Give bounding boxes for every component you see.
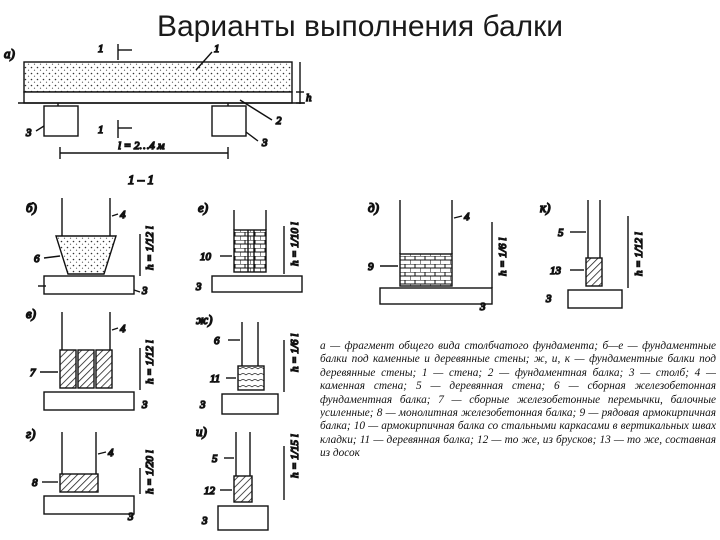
pillar bbox=[211, 275, 303, 293]
slide-title: Варианты выполнения балки bbox=[156, 10, 564, 43]
height-ratio-e: h = 1/10 l bbox=[289, 222, 301, 266]
beam-11 bbox=[237, 365, 265, 391]
label-5: 5 bbox=[212, 453, 218, 465]
pillar bbox=[379, 287, 493, 305]
lintel-7b bbox=[77, 349, 95, 389]
height-ratio-k: h = 1/12 l bbox=[633, 232, 645, 276]
panel-b: б) 4 6 3 h = 1/12 l bbox=[25, 198, 157, 298]
pillar bbox=[567, 289, 623, 309]
beam-9 bbox=[399, 253, 453, 287]
label-3-right: 3 bbox=[261, 137, 268, 149]
label-6: 6 bbox=[214, 335, 220, 347]
lintel-7a bbox=[59, 349, 77, 389]
pillar bbox=[221, 393, 279, 415]
label-3: 3 bbox=[127, 511, 134, 523]
height-ratio-zh: h = 1/6 l bbox=[289, 334, 301, 372]
label-8: 8 bbox=[32, 477, 38, 489]
label-3: 3 bbox=[199, 399, 206, 411]
label-4: 4 bbox=[120, 209, 126, 221]
label-3: 3 bbox=[141, 285, 148, 297]
panel-zh: ж) 6 11 3 h = 1/6 l bbox=[195, 311, 302, 415]
panel-e: е) 10 3 h = 1/10 l bbox=[194, 199, 303, 294]
pillar-right bbox=[211, 105, 247, 137]
pillar-left bbox=[43, 105, 79, 137]
span-label: l = 2…4 м bbox=[118, 140, 165, 152]
label-10: 10 bbox=[200, 251, 212, 263]
pillar bbox=[43, 275, 135, 295]
panel-i: и) 5 12 3 h = 1/15 l bbox=[195, 423, 302, 531]
height-ratio-v: h = 1/12 l bbox=[144, 340, 156, 384]
panel-label-zh: ж) bbox=[196, 312, 212, 327]
label-4: 4 bbox=[464, 211, 470, 223]
beam-13 bbox=[585, 257, 603, 287]
beam-12 bbox=[233, 475, 253, 503]
label-1: 1 bbox=[214, 43, 220, 55]
label-13: 13 bbox=[550, 265, 562, 277]
panel-label-a: а) bbox=[4, 46, 15, 61]
section-label: 1 – 1 bbox=[128, 172, 154, 187]
pillar bbox=[43, 495, 135, 515]
figure-legend: а — фрагмент общего вида столбчатого фун… bbox=[320, 340, 716, 460]
label-2: 2 bbox=[276, 115, 282, 127]
height-label: h bbox=[306, 92, 312, 104]
panel-label-d: д) bbox=[368, 200, 379, 215]
panel-v: в) 4 7 3 h = 1/12 l bbox=[25, 305, 156, 411]
pillar bbox=[217, 505, 269, 531]
panel-label-i: и) bbox=[196, 424, 207, 439]
panel-label-b: б) bbox=[26, 200, 37, 215]
panel-d: д) 4 9 3 h = 1/6 l bbox=[367, 199, 509, 313]
label-7: 7 bbox=[30, 367, 36, 379]
label-11: 11 bbox=[210, 373, 220, 385]
label-5: 5 bbox=[558, 227, 564, 239]
label-3: 3 bbox=[141, 399, 148, 411]
panel-label-g: г) bbox=[26, 426, 35, 441]
label-3: 3 bbox=[195, 281, 202, 293]
cut-mark-top: 1 bbox=[98, 43, 104, 55]
panel-a: а) 1 1 1 2 3 3 h bbox=[3, 42, 313, 159]
label-9: 9 bbox=[368, 261, 374, 273]
panel-label-k: к) bbox=[540, 200, 550, 215]
height-ratio-b: h = 1/12 l bbox=[144, 226, 156, 270]
label-3: 3 bbox=[201, 515, 208, 527]
label-4: 4 bbox=[120, 323, 126, 335]
label-12: 12 bbox=[204, 485, 216, 497]
label-3-left: 3 bbox=[25, 127, 32, 139]
panel-g: г) 4 8 3 h = 1/20 l bbox=[25, 425, 156, 523]
beam-6 bbox=[55, 235, 117, 275]
lintel-7c bbox=[95, 349, 113, 389]
beam-8 bbox=[59, 473, 99, 493]
label-3: 3 bbox=[545, 293, 552, 305]
height-ratio-i: h = 1/15 l bbox=[289, 434, 301, 478]
label-6: 6 bbox=[34, 253, 40, 265]
height-ratio-g: h = 1/20 l bbox=[144, 450, 156, 494]
height-ratio-d: h = 1/6 l bbox=[497, 238, 509, 276]
wall bbox=[23, 61, 293, 93]
panel-label-v: в) bbox=[26, 306, 36, 321]
label-4: 4 bbox=[108, 447, 114, 459]
foundation-beam bbox=[23, 91, 293, 104]
pillar bbox=[43, 391, 135, 411]
panel-k: к) 5 13 3 h = 1/12 l bbox=[539, 199, 646, 309]
label-3: 3 bbox=[479, 301, 486, 313]
panel-label-e: е) bbox=[198, 200, 208, 215]
cut-mark-bottom: 1 bbox=[98, 124, 104, 136]
beam-10 bbox=[233, 229, 267, 273]
